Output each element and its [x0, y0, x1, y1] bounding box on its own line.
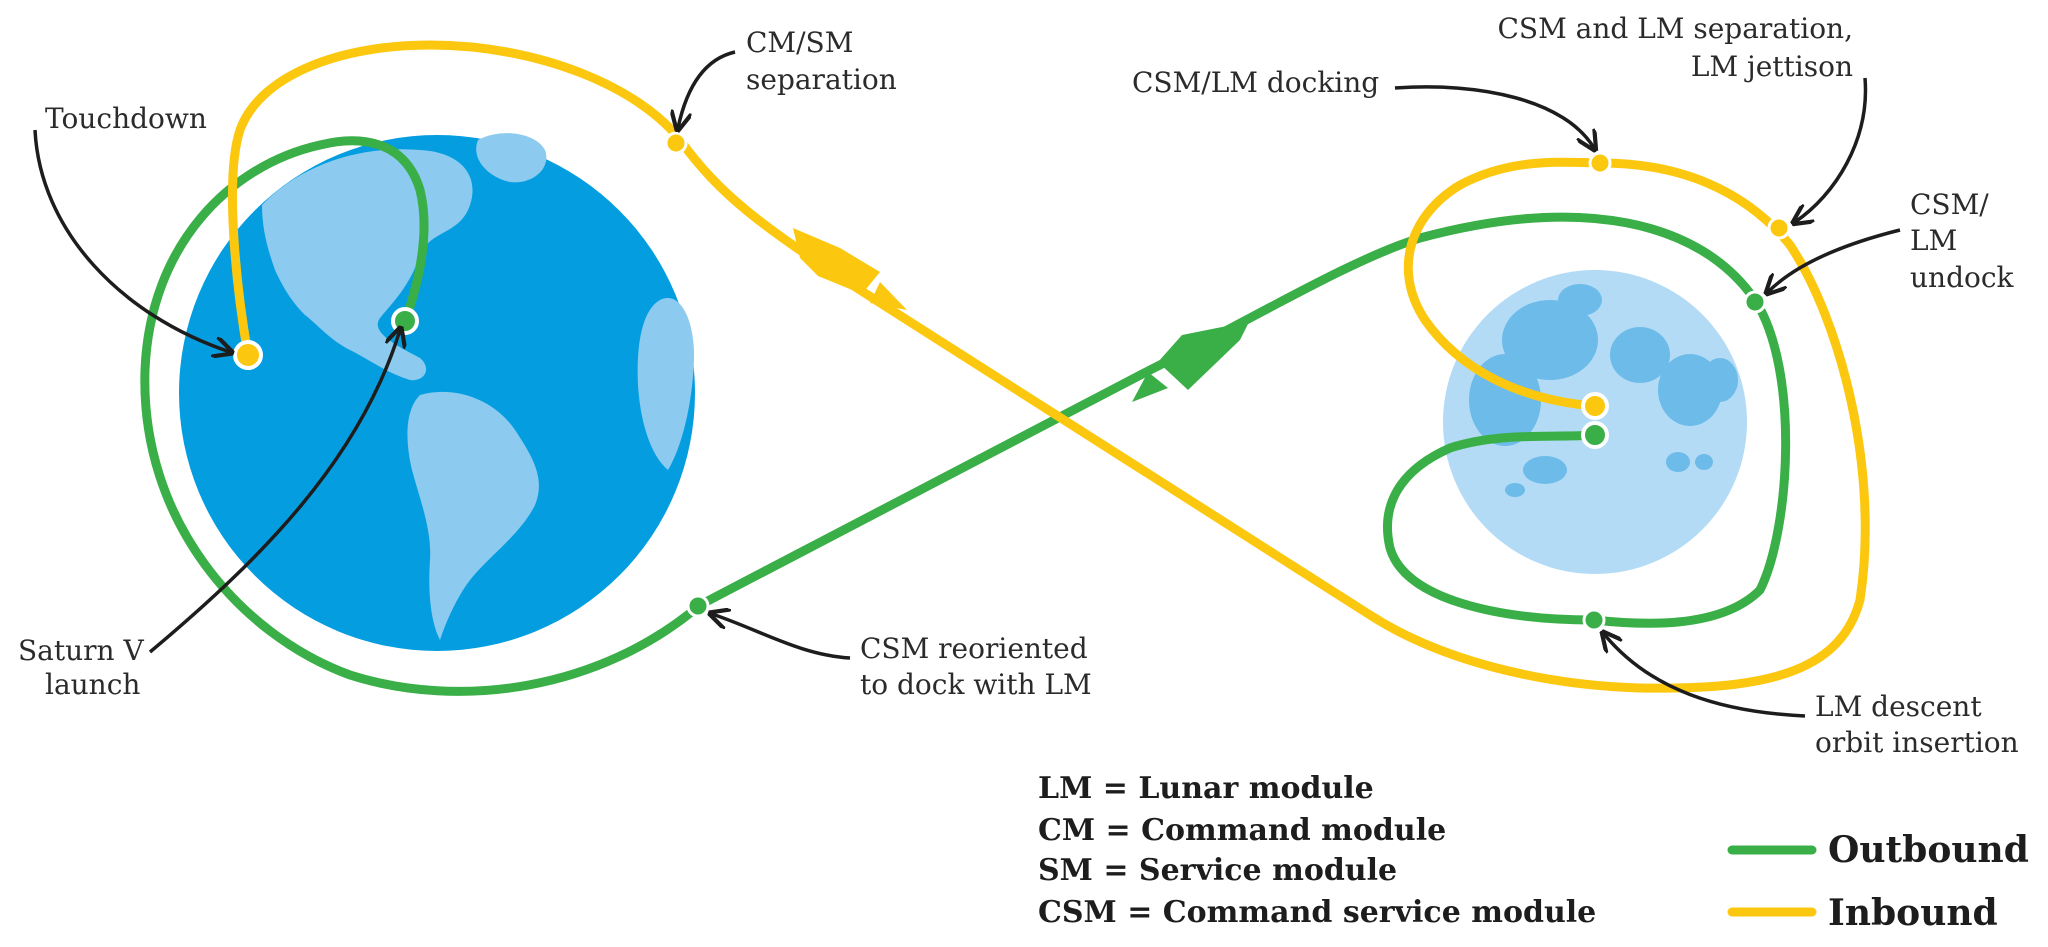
outbound-spacecraft-icon	[1132, 320, 1250, 402]
moon-inbound-dot	[1581, 392, 1609, 420]
key-lm: LM = Lunar module	[1038, 771, 1374, 806]
lm-descent-arrow	[1604, 634, 1806, 718]
callout-arrows	[33, 50, 1901, 718]
cm-sm-separation-arrow	[678, 50, 736, 128]
lm-descent-dot	[1582, 608, 1606, 632]
south-america	[407, 391, 539, 640]
launch-arrow	[148, 330, 400, 654]
csm-lm-docking-arrow	[1394, 85, 1594, 148]
csm-lm-undock-label-line2: LM	[1910, 224, 1957, 257]
legend: Outbound Inbound	[1727, 829, 2029, 934]
csm-lm-separation-label-line2: LM jettison	[1691, 50, 1853, 83]
moon-mare-4	[1702, 358, 1738, 402]
lm-descent-label-line2: orbit insertion	[1815, 726, 2019, 759]
moon-mare-8	[1666, 452, 1690, 472]
launch-dot	[391, 307, 419, 335]
legend-inbound-label: Inbound	[1828, 892, 1998, 934]
key-cm: CM = Command module	[1038, 813, 1446, 848]
key-csm: CSM = Command service module	[1038, 895, 1596, 930]
cm-sm-separation-label-line2: separation	[746, 63, 897, 96]
csm-reoriented-arrow	[712, 614, 851, 660]
abbreviation-key: LM = Lunar module CM = Command module SM…	[1038, 771, 1596, 930]
outbound-trajectory	[140, 136, 1791, 696]
csm-lm-docking-label: CSM/LM docking	[1132, 66, 1379, 99]
moon-mare-2	[1610, 327, 1670, 383]
csm-lm-undock-label-line1: CSM/	[1910, 188, 1989, 221]
csm-lm-docking-dot	[1588, 151, 1612, 175]
legend-outbound-label: Outbound	[1828, 829, 2029, 871]
lm-descent-label-line1: LM descent	[1815, 690, 1982, 723]
inbound-spacecraft-icon	[793, 228, 907, 310]
csm-lm-undock-dot	[1743, 290, 1767, 314]
csm-reoriented-label-line2: to dock with LM	[860, 668, 1092, 701]
touchdown-arrow	[33, 129, 230, 352]
inbound-trajectory	[228, 40, 1870, 693]
moon-mare-10	[1505, 483, 1525, 497]
moon-mare-7	[1523, 456, 1567, 484]
csm-reoriented-label-line1: CSM reoriented	[860, 632, 1088, 665]
moon-mare-9	[1695, 454, 1713, 470]
cm-sm-separation-dot	[664, 131, 688, 155]
africa-edge	[637, 298, 695, 470]
csm-lm-separation-label-line1: CSM and LM separation,	[1497, 12, 1853, 45]
csm-lm-undock-arrow	[1768, 228, 1901, 292]
moon-outbound-dot	[1581, 421, 1609, 449]
moon-mare-1	[1502, 300, 1598, 380]
greenland	[476, 133, 547, 183]
touchdown-dot	[233, 340, 263, 370]
cm-sm-separation-label-line1: CM/SM	[746, 26, 853, 59]
earth	[179, 133, 695, 651]
saturn-v-launch-label-line2: launch	[45, 668, 140, 701]
saturn-v-launch-label-line1: Saturn V	[18, 634, 144, 667]
labels: Touchdown CM/SM separation CSM/LM dockin…	[18, 12, 2019, 759]
key-sm: SM = Service module	[1038, 853, 1397, 888]
moon	[1443, 270, 1747, 574]
csm-reoriented-dot	[686, 594, 710, 618]
touchdown-label: Touchdown	[45, 102, 207, 135]
csm-lm-undock-label-line3: undock	[1910, 261, 2015, 294]
csm-lm-separation-arrow	[1795, 77, 1868, 222]
csm-lm-separation-dot	[1767, 216, 1791, 240]
moon-mare-6	[1558, 284, 1602, 316]
